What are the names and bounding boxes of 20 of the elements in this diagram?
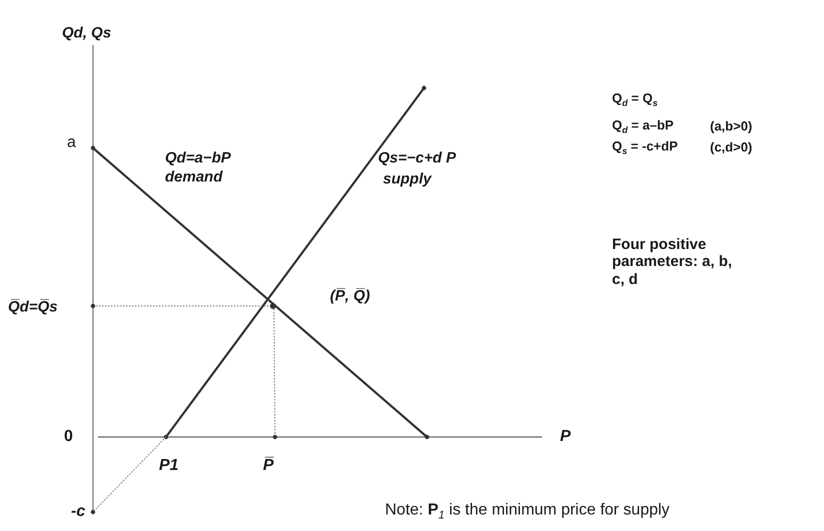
intercept-label: a xyxy=(67,134,76,152)
equation: Q$_{d}$ = Q$_{s}$ xyxy=(612,91,658,109)
curve-equation: Qs=−c+d P xyxy=(378,149,456,167)
condition-note: (c,d>0) xyxy=(710,140,752,156)
curve-label: supply xyxy=(383,170,432,188)
axis-value-label: 0 xyxy=(64,428,73,446)
axis-value-label: P1 xyxy=(159,456,179,476)
curve-equation: Qd=a−bP xyxy=(165,149,231,167)
axis-value-label: Q̅d=Q̅s xyxy=(8,298,58,316)
axis-label: Qd, Qs xyxy=(62,24,112,42)
point-label: (P̅, Q̅) xyxy=(330,287,370,305)
note: Note: P$_{1}$ is the minimum price for supply xyxy=(385,501,670,523)
axis-value-label: P̅ xyxy=(263,456,274,476)
condition-note: (a,b>0) xyxy=(710,120,752,134)
axis-value-label: -c xyxy=(71,502,86,522)
note: Four positive parameters: a, b, c, d xyxy=(612,236,734,288)
equation: Q$_{d}$ = a–bP xyxy=(612,118,674,136)
axis-label: P xyxy=(560,428,571,446)
curve-label: demand xyxy=(165,168,223,186)
equation: Q$_{s}$ = -c+dP xyxy=(612,139,678,157)
